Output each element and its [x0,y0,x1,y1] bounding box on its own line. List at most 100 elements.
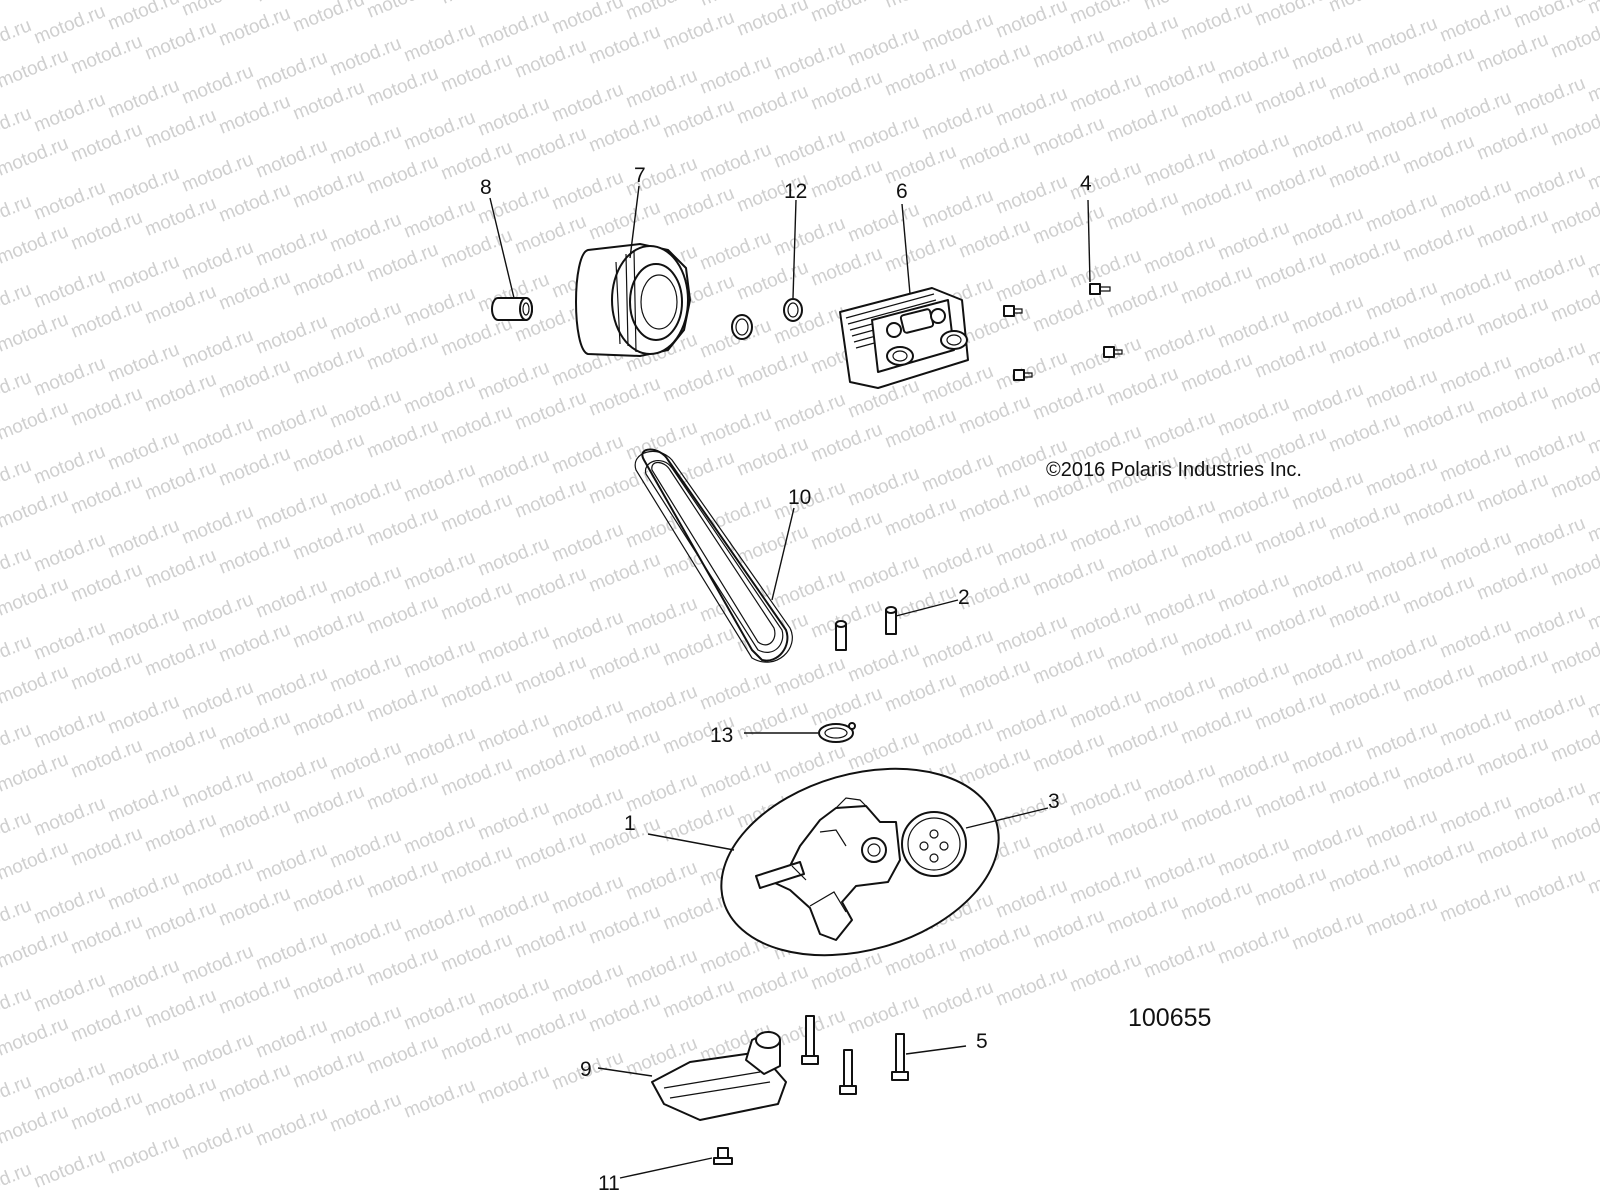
watermark-text: motod.ru [31,793,108,841]
watermark-text: motod.ru [1585,235,1600,283]
watermark-text: motod.ru [216,1059,293,1107]
watermark-text: motod.ru [1030,905,1107,953]
watermark-text: motod.ru [512,651,589,699]
watermark-text: motod.ru [1474,645,1551,693]
watermark-text: motod.ru [1585,499,1600,547]
watermark-text: motod.ru [549,167,626,215]
watermark-text: motod.ru [327,209,404,257]
watermark-text: motod.ru [1067,949,1144,997]
callout-3: 3 [1048,790,1060,813]
watermark-text: motod.ru [253,1103,330,1151]
watermark-text: motod.ru [734,257,811,305]
watermark-text: motod.ru [0,573,71,621]
watermark-text: motod.ru [1141,583,1218,631]
watermark-text: motod.ru [586,373,663,421]
watermark-text: motod.ru [253,575,330,623]
watermark-text: motod.ru [1326,233,1403,281]
watermark-text: motod.ru [68,119,145,167]
watermark-text: motod.ru [0,807,34,855]
watermark-text: motod.ru [808,0,885,27]
watermark-text: motod.ru [734,345,811,393]
watermark-text: motod.ru [1215,217,1292,265]
watermark-text: motod.ru [253,223,330,271]
watermark-text: motod.ru [623,65,700,113]
watermark-text: motod.ru [216,619,293,667]
watermark-text: motod.ru [0,925,71,973]
watermark-text: motod.ru [1585,411,1600,459]
watermark-text: motod.ru [1215,481,1292,529]
watermark-text: motod.ru [1326,849,1403,897]
watermark-text: motod.ru [1104,803,1181,851]
watermark-text: motod.ru [1289,907,1366,955]
watermark-text: motod.ru [0,45,71,93]
watermark-text: motod.ru [364,855,441,903]
watermark-text: motod.ru [290,693,367,741]
watermark-text: motod.ru [1215,921,1292,969]
watermark-text: motod.ru [1548,191,1600,239]
watermark-text: motod.ru [364,767,441,815]
watermark-text: motod.ru [845,463,922,511]
watermark-text: motod.ru [1289,643,1366,691]
watermark-text: motod.ru [1215,305,1292,353]
watermark-text: motod.ru [438,753,515,801]
watermark-text: motod.ru [179,941,256,989]
watermark-text: motod.ru [882,141,959,189]
watermark-text: motod.ru [216,795,293,843]
watermark-text: motod.ru [882,493,959,541]
watermark-text: motod.ru [660,975,737,1023]
watermark-text: motod.ru [0,837,71,885]
watermark-text: motod.ru [68,559,145,607]
part-9-strainer [651,1031,787,1121]
watermark-text: motod.ru [1104,363,1181,411]
watermark-text: motod.ru [290,165,367,213]
watermark-text: motod.ru [438,1017,515,1065]
watermark-text: motod.ru [1585,147,1600,195]
watermark-text: motod.ru [512,387,589,435]
watermark-text: motod.ru [623,0,700,25]
watermark-text: motod.ru [1104,275,1181,323]
watermark-text: motod.ru [68,911,145,959]
watermark-text: motod.ru [0,367,34,415]
watermark-text: motod.ru [1289,203,1366,251]
watermark-text: motod.ru [475,1061,552,1109]
watermark-text: motod.ru [771,213,848,261]
watermark-text: motod.ru [993,347,1070,395]
watermark-text: motod.ru [1141,231,1218,279]
watermark-text: motod.ru [401,547,478,595]
watermark-text: motod.ru [401,987,478,1035]
watermark-text: motod.ru [1437,703,1514,751]
watermark-text: motod.ru [31,881,108,929]
watermark-text: motod.ru [549,959,626,1007]
watermark-text: motod.ru [1511,161,1588,209]
watermark-text: motod.ru [697,227,774,275]
part-12-o-ring [783,298,803,322]
watermark-text: motod.ru [216,531,293,579]
watermark-text: motod.ru [0,133,71,181]
watermark-text: motod.ru [1067,597,1144,645]
watermark-text: motod.ru [623,769,700,817]
watermark-text: motod.ru [179,1117,256,1165]
watermark-text: motod.ru [401,1075,478,1123]
watermark-text: motod.ru [808,243,885,291]
watermark-text: motod.ru [401,371,478,419]
watermark-text: motod.ru [0,983,34,1031]
watermark-text: motod.ru [1178,0,1255,45]
callout-5: 5 [976,1030,988,1053]
watermark-text: motod.ru [808,419,885,467]
watermark-text: motod.ru [993,171,1070,219]
watermark-text: motod.ru [216,971,293,1019]
watermark-text: motod.ru [1474,469,1551,517]
watermark-text: motod.ru [882,229,959,277]
watermark-text: motod.ru [216,179,293,227]
watermark-text: motod.ru [475,93,552,141]
watermark-text: motod.ru [364,63,441,111]
watermark-text: motod.ru [845,551,922,599]
watermark-text: motod.ru [216,355,293,403]
watermark-text: motod.ru [0,1013,71,1061]
watermark-text: motod.ru [512,1003,589,1051]
watermark-text: motod.ru [1215,129,1292,177]
watermark-text: motod.ru [31,89,108,137]
watermark-text: motod.ru [1067,157,1144,205]
watermark-text: motod.ru [364,503,441,551]
watermark-text: motod.ru [327,1001,404,1049]
